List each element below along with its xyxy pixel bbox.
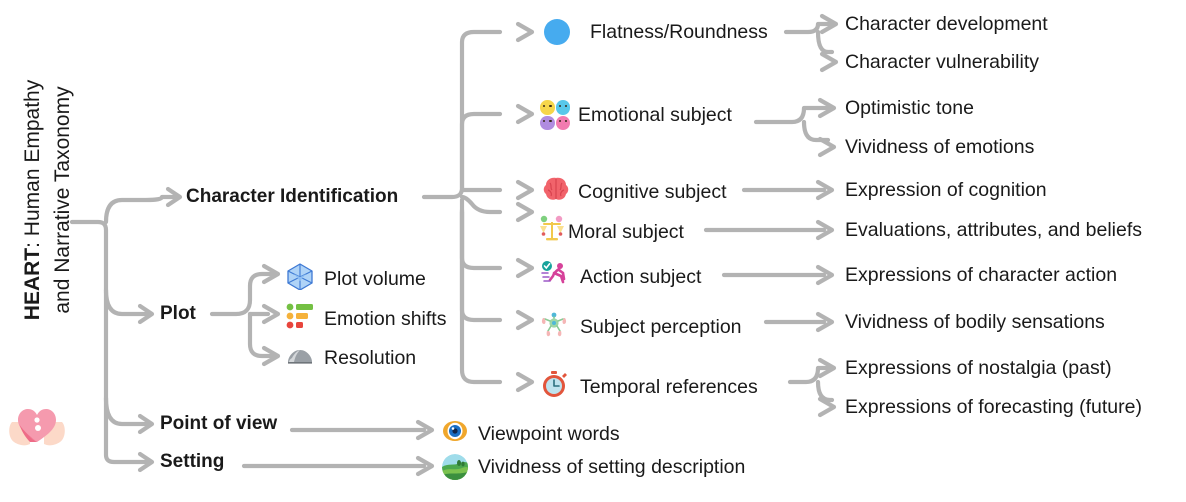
node-temporal-references[interactable]: Temporal references (540, 370, 758, 403)
node-label: Moral subject (568, 220, 684, 243)
landscape-icon (442, 454, 468, 480)
node-emotion-shifts[interactable]: Emotion shifts (286, 303, 446, 334)
node-label: Action subject (580, 265, 702, 288)
node-cognitive-subject[interactable]: Cognitive subject (542, 176, 727, 207)
node-label: Optimistic tone (845, 97, 974, 119)
node-flatness-roundness[interactable]: Flatness/Roundness (544, 19, 768, 45)
leaf-expressions-of-nostalgia[interactable]: Expressions of nostalgia (past) (845, 357, 1112, 379)
node-label: Expression of cognition (845, 179, 1047, 201)
node-point-of-view[interactable]: Point of view (160, 413, 277, 435)
node-subject-perception[interactable]: Subject perception (540, 310, 742, 343)
node-action-subject[interactable]: Action subject (540, 260, 701, 293)
root-title: HEART: Human Empathy and Narrative Taxon… (0, 0, 96, 400)
eye-icon (442, 418, 468, 449)
node-setting[interactable]: Setting (160, 451, 224, 473)
node-label: Character vulnerability (845, 51, 1040, 73)
node-vividness-of-setting-description[interactable]: Vividness of setting description (442, 454, 745, 480)
node-label: Character Identification (186, 186, 399, 207)
blue-circle-icon (544, 19, 570, 45)
node-label: Vividness of bodily sensations (845, 311, 1105, 333)
node-label: Expressions of nostalgia (past) (845, 357, 1112, 379)
node-label: Expressions of character action (845, 264, 1118, 286)
node-label: Plot volume (324, 267, 426, 290)
leaf-vividness-of-emotions[interactable]: Vividness of emotions (845, 136, 1034, 158)
leaf-optimistic-tone[interactable]: Optimistic tone (845, 97, 974, 119)
node-label: Emotional subject (578, 104, 732, 126)
node-plot[interactable]: Plot (160, 303, 196, 325)
node-label: Expressions of forecasting (future) (845, 396, 1142, 418)
node-label: Vividness of setting description (478, 456, 746, 478)
leaf-evaluations-attributes-beliefs[interactable]: Evaluations, attributes, and beliefs (845, 219, 1142, 241)
node-label: Character development (845, 13, 1048, 35)
node-character-identification[interactable]: Character Identification (186, 186, 398, 208)
running-person-icon (540, 260, 568, 293)
node-label: Temporal references (580, 375, 758, 398)
node-plot-volume[interactable]: Plot volume (286, 262, 426, 295)
node-label: Subject perception (580, 315, 742, 338)
node-label: Vividness of emotions (845, 136, 1035, 158)
perception-nerve-icon (540, 310, 568, 343)
leaf-character-vulnerability[interactable]: Character vulnerability (845, 51, 1039, 73)
node-resolution[interactable]: Resolution (286, 345, 416, 370)
root-title-line2: and Narrative Taxonomy (51, 86, 75, 314)
leaf-expressions-of-forecasting[interactable]: Expressions of forecasting (future) (845, 396, 1142, 418)
emoji-faces-icon (540, 100, 570, 130)
node-label: Cognitive subject (578, 180, 727, 203)
node-label: Plot (160, 303, 196, 324)
node-viewpoint-words[interactable]: Viewpoint words (442, 418, 620, 449)
bar-chart-icon (286, 303, 314, 334)
leaf-expressions-of-character-action[interactable]: Expressions of character action (845, 264, 1117, 286)
node-label: Resolution (324, 346, 417, 369)
balance-scale-icon (538, 215, 566, 248)
heart-in-hands-icon (9, 409, 65, 446)
node-label: Setting (160, 451, 225, 472)
root-title-rest: : Human Empathy (21, 79, 45, 248)
rock-icon (286, 345, 314, 370)
leaf-vividness-of-bodily-sensations[interactable]: Vividness of bodily sensations (845, 311, 1105, 333)
node-emotional-subject[interactable]: Emotional subject (540, 100, 732, 130)
cube-icon (286, 262, 314, 295)
node-label: Point of view (160, 413, 278, 434)
node-label: Flatness/Roundness (590, 21, 768, 43)
stopwatch-icon (540, 370, 568, 403)
node-label: Viewpoint words (478, 422, 620, 445)
node-label: Emotion shifts (324, 307, 447, 330)
root-title-heart: HEART (21, 247, 45, 321)
node-moral-subject[interactable]: Moral subject (538, 215, 684, 248)
brain-icon (542, 176, 570, 207)
leaf-character-development[interactable]: Character development (845, 13, 1048, 35)
leaf-expression-of-cognition[interactable]: Expression of cognition (845, 179, 1047, 201)
node-label: Evaluations, attributes, and beliefs (845, 219, 1143, 241)
